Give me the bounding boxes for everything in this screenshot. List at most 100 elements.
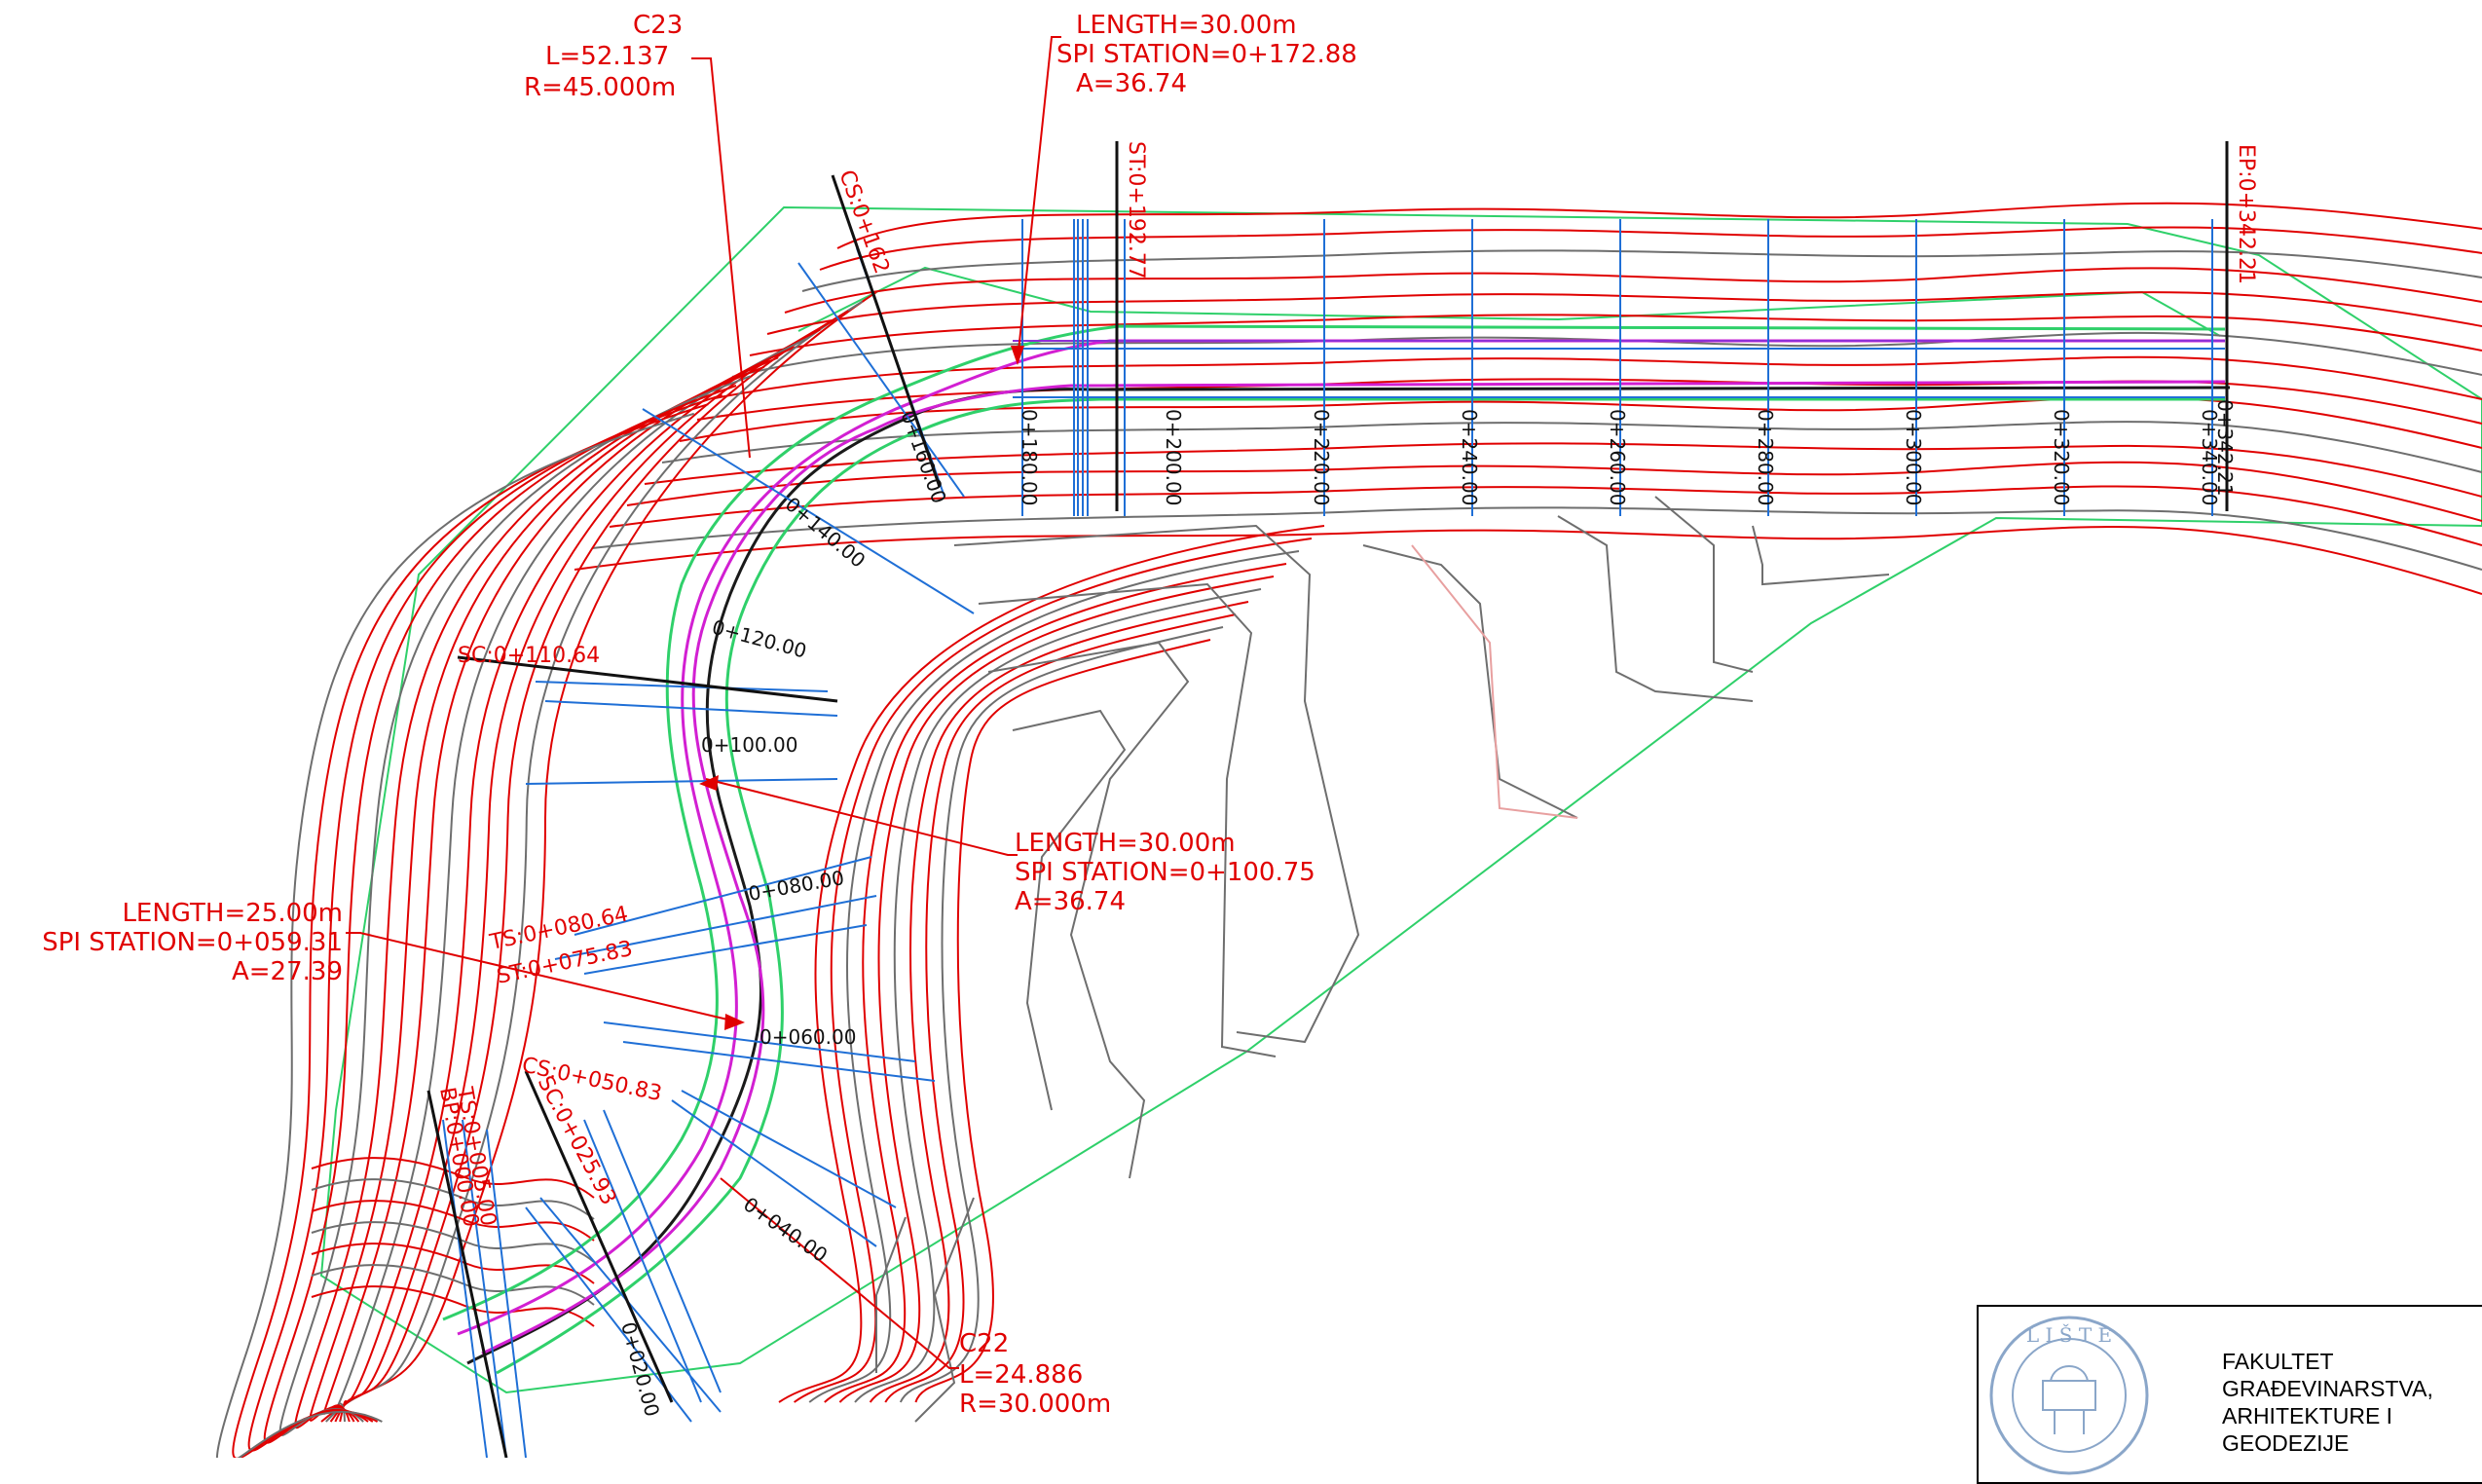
contour-line [215, 412, 695, 1458]
station-cs-162: CS:0+162 [834, 167, 894, 278]
station-tick [525, 778, 838, 785]
key-station-lines [426, 141, 2229, 1458]
contour-line [854, 588, 1262, 1403]
leader-arrowheads [699, 346, 1024, 1030]
leader-lines [346, 36, 1061, 1369]
university-seal-icon: L I Š T E [1989, 1316, 2149, 1475]
contour-line [311, 1200, 595, 1242]
contour-line [294, 365, 765, 1429]
contour-line [838, 575, 1275, 1403]
contour-line [808, 550, 1300, 1403]
contour-line [714, 355, 2482, 400]
road-alignment [442, 324, 2231, 1375]
title-block: L I Š T E FAKULTET GRAĐEVINARSTVA, ARHIT… [1977, 1305, 2482, 1484]
spiral-mid-spi: SPI STATION=0+100.75 [1015, 858, 1315, 887]
spiral-left-length: LENGTH=25.00m [122, 899, 343, 928]
station-tick [681, 1090, 897, 1208]
contour-line [794, 538, 1313, 1403]
chainage-label: 0+280.00 [1754, 409, 1777, 505]
contour-line [309, 356, 779, 1423]
contour-line [819, 226, 2482, 271]
station-tick [574, 856, 872, 936]
chainage-label: 0+260.00 [1606, 409, 1629, 505]
institution-line: FAKULTET [2222, 1349, 2334, 1374]
chainage-label: 0+180.00 [1018, 409, 1041, 505]
institution-name: FAKULTET GRAĐEVINARSTVA, ARHITEKTURE I G… [2222, 1348, 2433, 1457]
contour-line [778, 525, 1325, 1403]
inner-boundary [797, 266, 2221, 337]
chainage-label: 0+200.00 [1162, 409, 1185, 505]
curve-c22-length: L=24.886 [959, 1360, 1083, 1390]
station-tick [486, 1129, 527, 1458]
curve-c23-radius: R=45.000m [524, 73, 676, 102]
contour-line [339, 328, 821, 1423]
contour-line [232, 403, 709, 1458]
chainage-label: 0+340.00 [2198, 409, 2221, 505]
chainage-label: 0+040.00 [739, 1192, 832, 1267]
contour-line [311, 1264, 595, 1306]
contour-line [334, 318, 835, 1423]
spiral-mid-length: LENGTH=30.00m [1015, 829, 1236, 858]
contour-line [609, 485, 2482, 546]
contour-line [325, 300, 864, 1423]
contour-line [247, 393, 722, 1452]
institution-line: ARHITEKTURE I [2222, 1403, 2393, 1428]
spiral-top-a: A=36.74 [1076, 69, 1187, 98]
contour-line [914, 639, 1211, 1403]
institution-line: GEODEZIJE [2222, 1430, 2350, 1456]
contour-line [869, 601, 1249, 1403]
contour-line [884, 613, 1237, 1403]
institution-line: GRAĐEVINARSTVA, [2222, 1376, 2433, 1401]
station-tick [642, 408, 975, 614]
chainage-label: 0+240.00 [1458, 409, 1481, 505]
station-tick [442, 1119, 488, 1458]
chainage-label: 0+100.00 [701, 733, 797, 757]
contour-line [591, 506, 2482, 571]
station-tick [583, 1119, 702, 1403]
contour-line [329, 310, 849, 1423]
chainage-label: 0+220.00 [1310, 409, 1333, 505]
terrain-minor-lines [875, 496, 1890, 1423]
contour-line [263, 385, 737, 1444]
spiral-left-spi: SPI STATION=0+059.31 [42, 928, 343, 957]
survey-boundary [319, 205, 2482, 1394]
contour-line [801, 249, 2482, 292]
contour-line [784, 267, 2482, 314]
contour-line [626, 461, 2482, 522]
chainage-label: 0+342.21 [2213, 399, 2237, 496]
station-tick [603, 1021, 916, 1062]
contour-line [899, 626, 1224, 1403]
station-tick [535, 681, 829, 692]
contour-line [766, 291, 2482, 335]
contour-line [320, 291, 877, 1423]
contour-line [278, 375, 751, 1436]
contour-line [661, 421, 2482, 473]
station-tick [603, 1109, 722, 1393]
station-tick [622, 1041, 936, 1082]
chainage-labels: 0+020.00 0+040.00 0+060.00 0+080.00 0+10… [616, 399, 2237, 1419]
station-st-192: ST:0+192.77 [1124, 141, 1148, 279]
svg-text:L I Š T E: L I Š T E [2026, 1322, 2112, 1347]
curve-c22-radius: R=30.000m [959, 1390, 1111, 1419]
station-sc-110: SC:0+110.64 [458, 644, 600, 668]
curve-c22-name: C22 [959, 1329, 1009, 1358]
contour-line [836, 202, 2482, 249]
curve-c23-length: L=52.137 [545, 42, 669, 71]
station-ticks [442, 219, 2213, 1458]
contour-line [574, 526, 2482, 595]
station-tick [797, 262, 965, 498]
chainage-label: 0+320.00 [2050, 409, 2073, 505]
spiral-top-spi: SPI STATION=0+172.88 [1056, 40, 1357, 69]
contour-line [311, 1157, 595, 1199]
station-tick [671, 1099, 877, 1247]
station-tick [554, 895, 877, 960]
chainage-label: 0+060.00 [759, 1025, 856, 1049]
spiral-top-length: LENGTH=30.00m [1076, 11, 1297, 40]
terrain-pink-line [1411, 544, 1578, 819]
station-tick [462, 1119, 507, 1458]
chainage-label: 0+120.00 [710, 615, 809, 663]
chainage-label: 0+300.00 [1902, 409, 1925, 505]
curve-c23-name: C23 [633, 11, 683, 40]
terrain-contours [215, 202, 2482, 1458]
station-tick [583, 924, 868, 975]
